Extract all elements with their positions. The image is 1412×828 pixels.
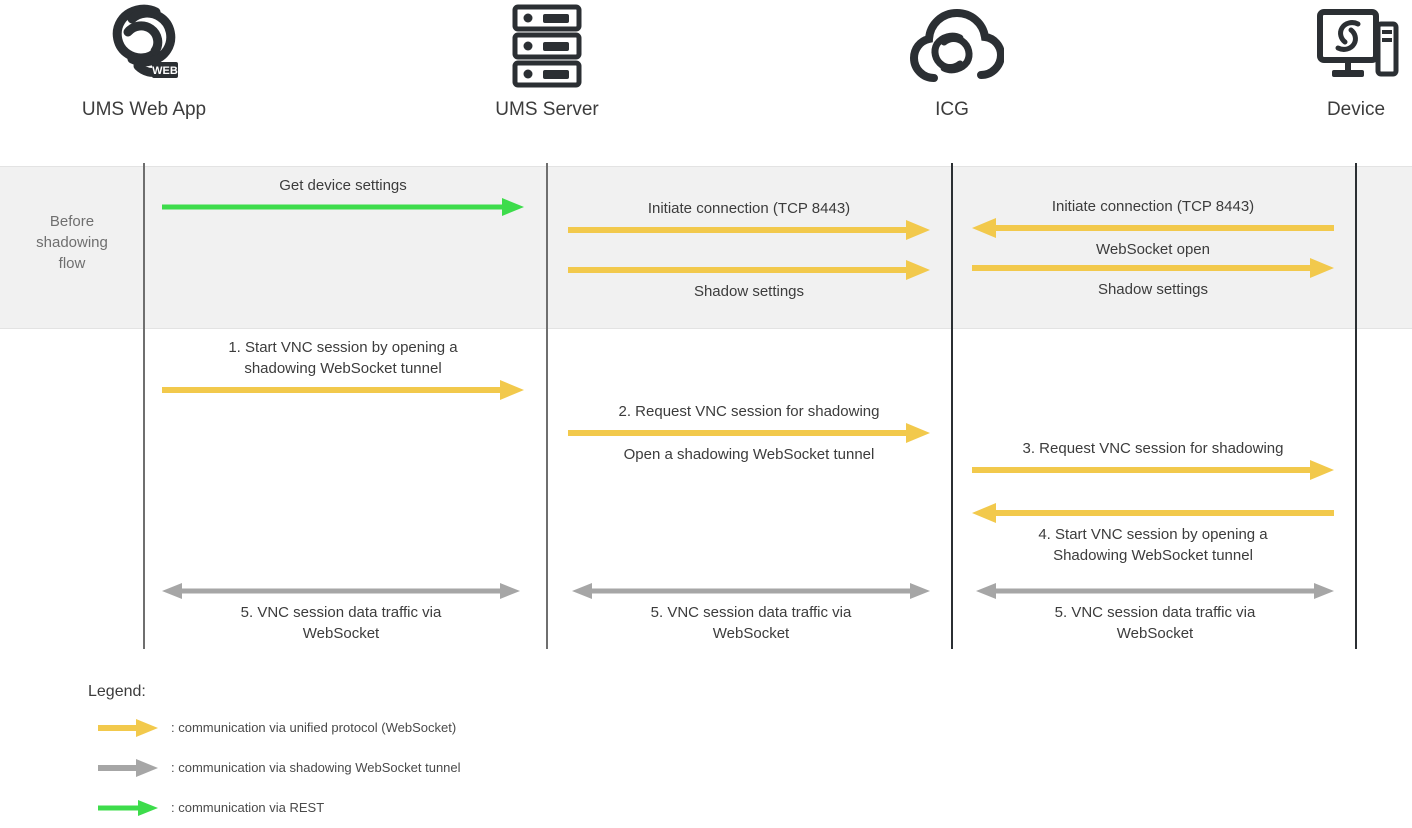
message-label: Initiate connection (TCP 8443) — [1051, 198, 1255, 215]
message-step-1-start-vnc-session: 1. Start VNC session by opening a shadow… — [162, 339, 524, 400]
message-label: Initiate connection (TCP 8443) — [647, 200, 851, 217]
message-label: Shadow settings — [693, 283, 805, 300]
message-step-5-vnc-traffic-server: 5. VNC session data traffic via WebSocke… — [572, 583, 930, 642]
message-step-5-vnc-traffic-icg: 5. VNC session data traffic via WebSocke… — [976, 583, 1334, 642]
band-label-line: flow — [58, 255, 86, 272]
actor-label: UMS Server — [495, 99, 599, 120]
actor-label: Device — [1326, 99, 1386, 120]
ums-web-app-logo-icon: WEB — [24, 0, 264, 92]
band-label-line: Before — [49, 213, 95, 230]
message-shadow-settings-device: Shadow settings — [972, 258, 1334, 298]
desktop-device-icon — [1236, 0, 1412, 92]
lifeline-device — [1355, 163, 1357, 649]
legend-title: Legend: — [88, 683, 146, 700]
arrow-shadowing-icon — [98, 758, 158, 778]
message-step-4-start-vnc-session: 4. Start VNC session by opening a Shadow… — [972, 503, 1334, 564]
actor-device: Device — [1236, 0, 1412, 122]
lifeline-ums-web-app — [143, 163, 145, 649]
message-shadow-settings-server: Shadow settings — [568, 260, 930, 300]
before-shadowing-band — [0, 166, 1412, 329]
legend-item-unified: : communication via unified protocol (We… — [98, 718, 456, 738]
message-label: 1. Start VNC session by opening a shadow… — [228, 339, 458, 377]
message-label: 3. Request VNC session for shadowing — [1022, 440, 1284, 457]
message-get-device-settings: Get device settings — [162, 177, 524, 216]
message-initiate-connection-server: Initiate connection (TCP 8443) — [568, 200, 930, 240]
message-label: 5. VNC session data traffic via WebSocke… — [650, 604, 852, 642]
actor-icg: ICG — [832, 0, 1072, 122]
message-label: 5. VNC session data traffic via WebSocke… — [240, 604, 442, 642]
message-step-3-request-vnc-session: 3. Request VNC session for shadowing — [972, 440, 1334, 480]
message-step-5-vnc-traffic-web-app: 5. VNC session data traffic via WebSocke… — [162, 583, 520, 642]
message-label: 2. Request VNC session for shadowing — [618, 403, 880, 420]
lifeline-icg — [951, 163, 953, 649]
message-label: Shadow settings — [1097, 281, 1209, 298]
actor-label: ICG — [935, 99, 969, 120]
message-label: 5. VNC session data traffic via WebSocke… — [1054, 604, 1256, 642]
arrow-rest-icon — [98, 798, 158, 818]
message-sublabel: WebSocket open — [1096, 241, 1210, 258]
lifeline-ums-server — [546, 163, 548, 649]
legend-item-label: : communication via shadowing WebSocket … — [171, 760, 461, 775]
legend-item-shadowing: : communication via shadowing WebSocket … — [98, 758, 461, 778]
message-sublabel: Open a shadowing WebSocket tunnel — [623, 446, 875, 463]
band-label-line: shadowing — [36, 234, 108, 251]
actor-ums-web-app: WEB UMS Web App — [24, 0, 264, 122]
legend-item-rest: : communication via REST — [98, 798, 324, 818]
message-label: 4. Start VNC session by opening a Shadow… — [1038, 526, 1268, 564]
arrow-unified-icon — [98, 718, 158, 738]
legend-item-label: : communication via REST — [171, 800, 325, 815]
band-label: Before shadowing flow — [0, 211, 144, 274]
actor-label: UMS Web App — [81, 99, 207, 120]
cloud-gateway-icon — [832, 0, 1072, 92]
legend-item-label: : communication via unified protocol (We… — [171, 720, 457, 735]
message-step-2-request-vnc-session: 2. Request VNC session for shadowing Ope… — [568, 403, 930, 463]
actor-ums-server: UMS Server — [427, 0, 667, 122]
message-label: Get device settings — [279, 177, 407, 194]
server-rack-icon — [427, 0, 667, 92]
svg-text:WEB: WEB — [152, 65, 178, 77]
message-initiate-connection-device: Initiate connection (TCP 8443) WebSocket… — [972, 198, 1334, 258]
